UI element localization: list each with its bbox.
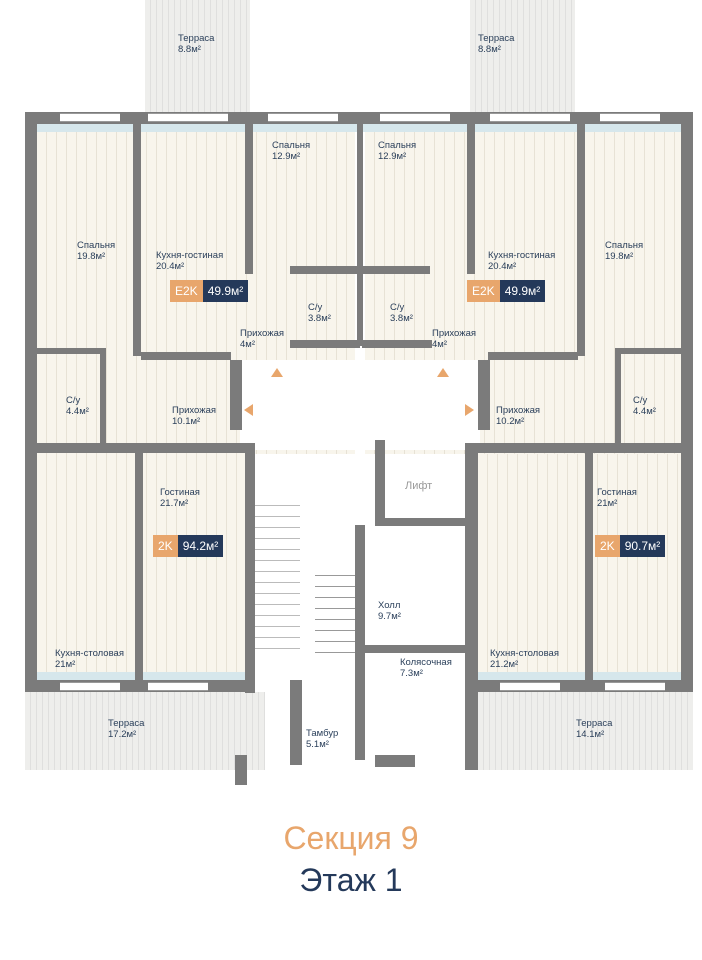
section-title: Секция 9 xyxy=(283,820,419,856)
staircase xyxy=(255,495,300,655)
entrance-arrow-icon xyxy=(271,368,283,377)
apartment-area: 94.2м² xyxy=(177,535,224,557)
wall xyxy=(25,112,37,692)
terrace-bottom-left[interactable] xyxy=(25,692,265,770)
apartment-type: E2K xyxy=(170,280,203,302)
apartment-type: 2K xyxy=(153,535,178,557)
terrace-top-right[interactable] xyxy=(470,0,575,114)
terrace-bottom-right[interactable] xyxy=(478,692,693,770)
terrace-top-left[interactable] xyxy=(145,0,250,114)
wall xyxy=(25,112,693,124)
room-label-lift: Лифт xyxy=(405,480,433,492)
floor-title: Этаж 1 xyxy=(299,862,403,898)
apartment-area: 90.7м² xyxy=(619,535,666,557)
apartment-area: 49.9м² xyxy=(499,280,546,302)
stairs-lower xyxy=(315,565,355,655)
entrance-arrow-icon xyxy=(437,368,449,377)
apartment-bottom-right[interactable] xyxy=(478,454,681,680)
wall xyxy=(681,112,693,692)
apartment-type: 2K xyxy=(595,535,620,557)
apartment-area: 49.9м² xyxy=(202,280,249,302)
entrance-arrow-icon xyxy=(244,404,253,416)
entrance-arrow-icon xyxy=(465,404,474,416)
apartment-type: E2K xyxy=(467,280,500,302)
